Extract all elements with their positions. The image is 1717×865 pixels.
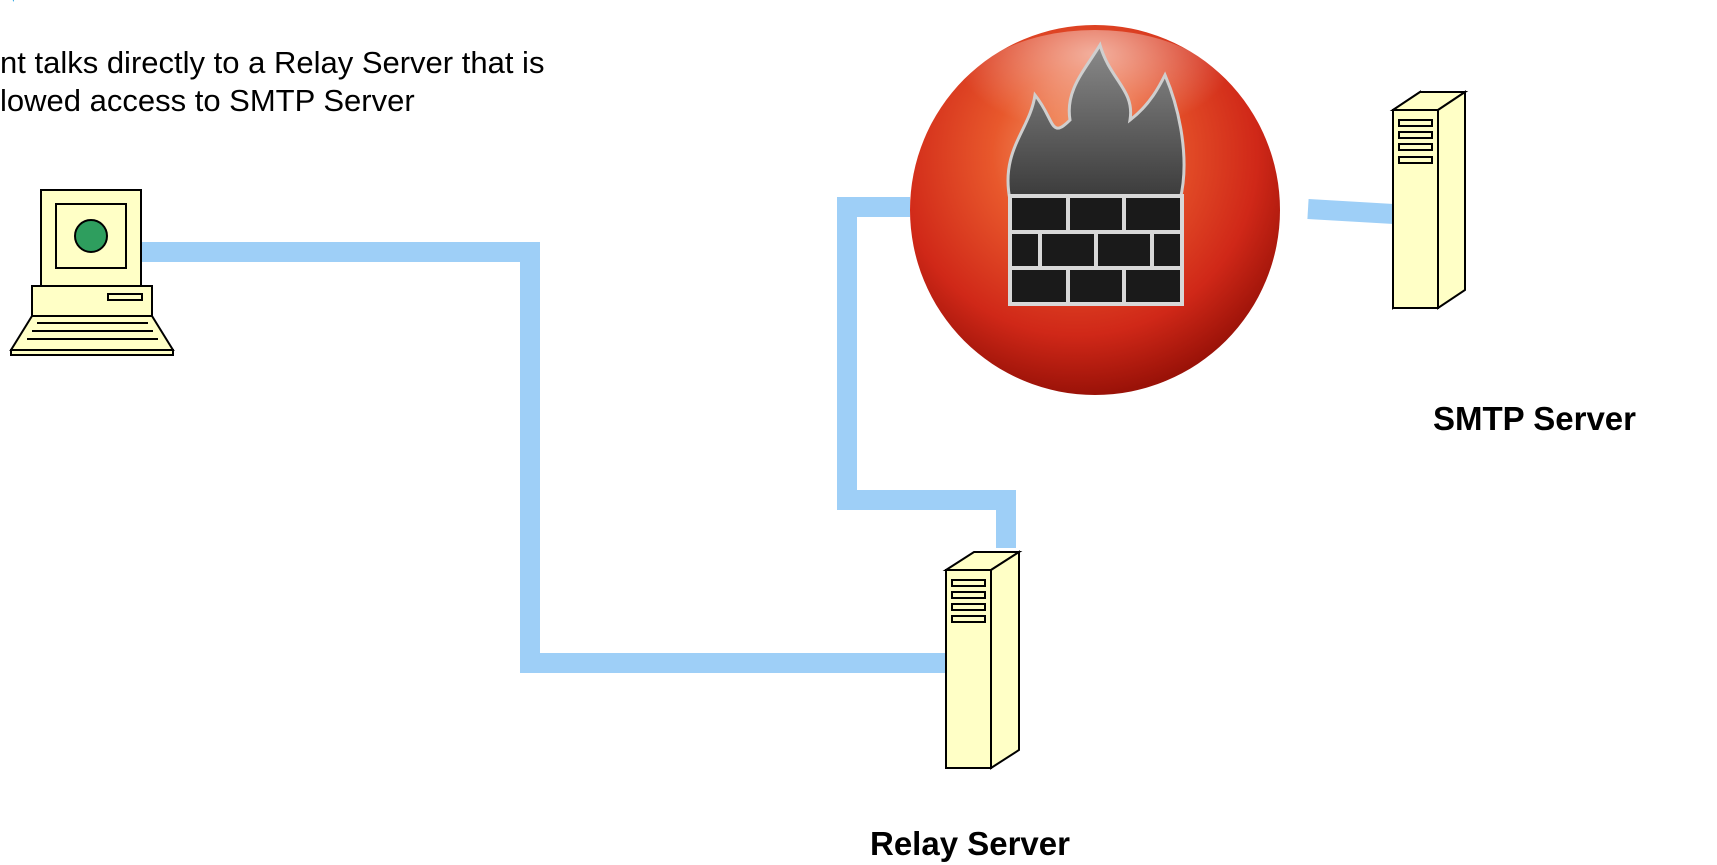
- smtp-server-label: SMTP Server: [1433, 400, 1636, 437]
- description-line-1: nt talks directly to a Relay Server that…: [0, 45, 545, 80]
- relay-server-label: Relay Server: [870, 825, 1070, 862]
- link-relay-firewall: [837, 197, 1016, 548]
- description-text: nt talks directly to a Relay Server that…: [0, 44, 820, 120]
- description-line-2: lowed access to SMTP Server: [0, 83, 415, 118]
- relay-server-icon: [942, 550, 1023, 770]
- smtp-server-icon: [1389, 90, 1469, 310]
- link-client-relay: [140, 242, 955, 673]
- client-computer-icon: [9, 189, 175, 356]
- firewall-icon: [910, 25, 1280, 395]
